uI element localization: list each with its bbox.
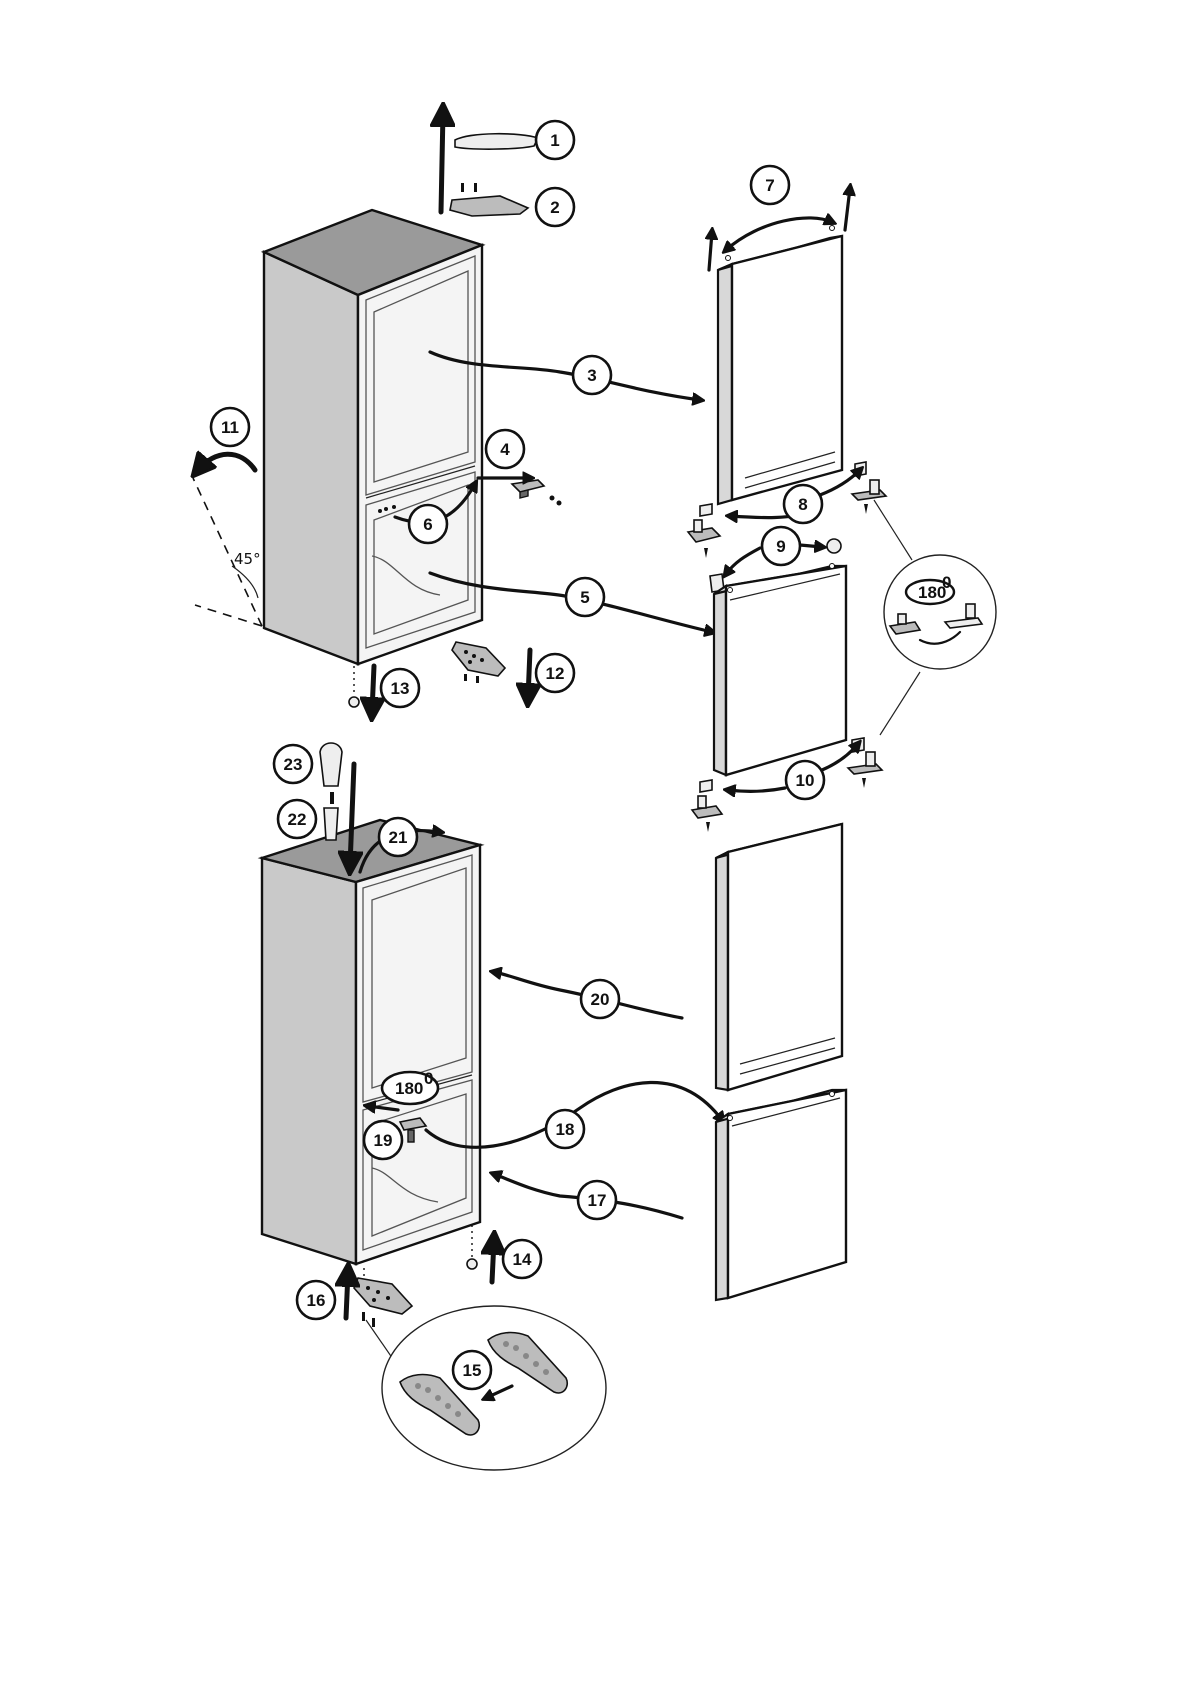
callout-21: 21 (379, 818, 417, 856)
callout-number: 11 (221, 418, 239, 437)
arrow-10b (822, 744, 858, 770)
tilt-guide: 45° (193, 454, 262, 626)
callout-number: 17 (588, 1191, 607, 1210)
callout-8: 8 (784, 485, 822, 523)
hinge-icon (478, 478, 562, 506)
callout-number: 14 (513, 1250, 532, 1269)
callout-3: 3 (573, 356, 611, 394)
callout-number: 1 (550, 131, 559, 150)
callout-20: 20 (581, 980, 619, 1018)
callout-12: 12 (536, 654, 574, 692)
callout-17: 17 (578, 1181, 616, 1219)
callout-number: 8 (798, 495, 807, 514)
callout-1: 1 (536, 121, 574, 159)
callout-13: 13 (381, 669, 419, 707)
door-upper (709, 188, 850, 504)
screw-icon (461, 183, 477, 192)
hinge-bottom-assembly (346, 1268, 412, 1327)
callout-23: 23 (274, 745, 312, 783)
callout-22: 22 (278, 800, 316, 838)
degree-mark-top: 0 (942, 573, 951, 592)
callout-19: 19 (364, 1121, 402, 1159)
callout-number: 15 (463, 1361, 482, 1380)
callout-9: 9 (762, 527, 800, 565)
callout-16: 16 (297, 1281, 335, 1319)
rotation-label-bottom: 180 (395, 1079, 423, 1098)
callout-number: 22 (288, 810, 307, 829)
callout-18: 18 (546, 1110, 584, 1148)
callout-14: 14 (503, 1240, 541, 1278)
callout-number: 20 (591, 990, 610, 1009)
callout-number: 3 (587, 366, 596, 385)
detail-rotation-top: 180 0 (874, 500, 996, 735)
door-lower-lower (716, 1090, 846, 1300)
callout-number: 23 (284, 755, 303, 774)
callout-number: 7 (765, 176, 774, 195)
detail-hinge-swap (366, 1306, 606, 1470)
callout-number: 2 (550, 198, 559, 217)
callout-6: 6 (409, 505, 447, 543)
callout-11: 11 (211, 408, 249, 446)
foot-icon (349, 666, 374, 712)
callout-4: 4 (486, 430, 524, 468)
callout-2: 2 (536, 188, 574, 226)
callout-number: 6 (423, 515, 432, 534)
top-cover-part (441, 112, 538, 216)
callout-number: 21 (389, 828, 408, 847)
door-lower-upper (716, 824, 842, 1090)
callout-number: 18 (556, 1120, 575, 1139)
callout-7: 7 (751, 166, 789, 204)
callout-number: 9 (776, 537, 785, 556)
tilt-angle-label: 45° (234, 550, 261, 568)
callout-5: 5 (566, 578, 604, 616)
door-middle (714, 564, 846, 776)
callout-number: 12 (546, 664, 565, 683)
callout-number: 16 (307, 1291, 326, 1310)
bottom-hinge-part (452, 642, 530, 698)
callout-15: 15 (453, 1351, 491, 1389)
callout-number: 10 (796, 771, 815, 790)
callout-10: 10 (786, 761, 824, 799)
callout-number: 13 (391, 679, 410, 698)
fridge-body-top (264, 210, 482, 664)
callout-number: 4 (500, 440, 510, 459)
degree-mark-bottom: 0 (424, 1069, 433, 1088)
callout-number: 5 (580, 588, 589, 607)
arrow-10a (728, 788, 785, 791)
callout-number: 19 (374, 1131, 393, 1150)
fridge-body-bottom (262, 820, 480, 1264)
foot-bottom (467, 1225, 494, 1282)
